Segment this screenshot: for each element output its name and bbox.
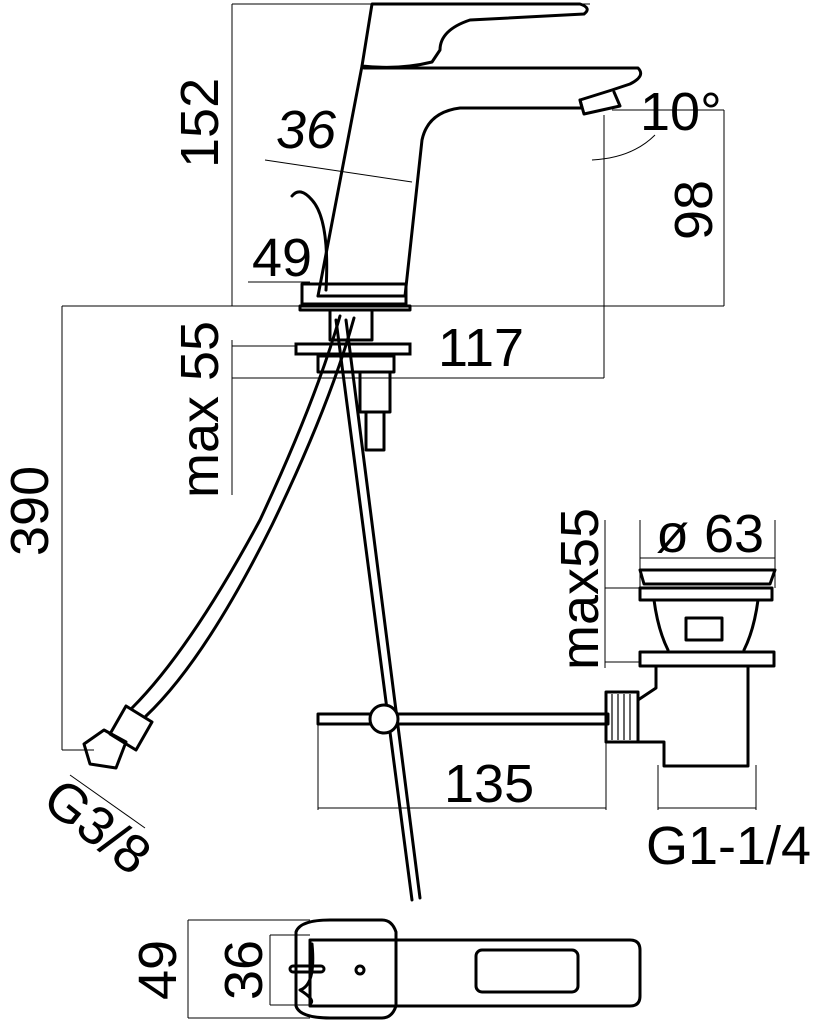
- label-152: 152: [170, 78, 230, 168]
- label-g1-1-4: G1-1/4: [646, 816, 811, 876]
- label-390: 390: [0, 466, 60, 556]
- label-49-top: 49: [128, 940, 188, 1000]
- label-36-spout: 36: [276, 100, 337, 160]
- faucet-top-view: [288, 918, 642, 1020]
- label-36-top: 36: [214, 940, 274, 1000]
- label-g3-8: G3/8: [33, 767, 162, 886]
- label-117: 117: [438, 318, 524, 378]
- label-135: 135: [444, 754, 534, 814]
- popup-waste: [636, 568, 777, 768]
- label-max55-deck: max 55: [170, 321, 230, 498]
- waste-linkage: [316, 690, 640, 744]
- faucet-side-view: [82, 2, 643, 902]
- label-98: 98: [664, 180, 724, 240]
- label-diameter-63: ø 63: [656, 504, 764, 564]
- label-10-degree: 10°: [640, 82, 722, 142]
- dimension-lines: [61, 3, 776, 1019]
- label-max55-waste: max55: [550, 508, 610, 670]
- label-49-base: 49: [252, 228, 312, 288]
